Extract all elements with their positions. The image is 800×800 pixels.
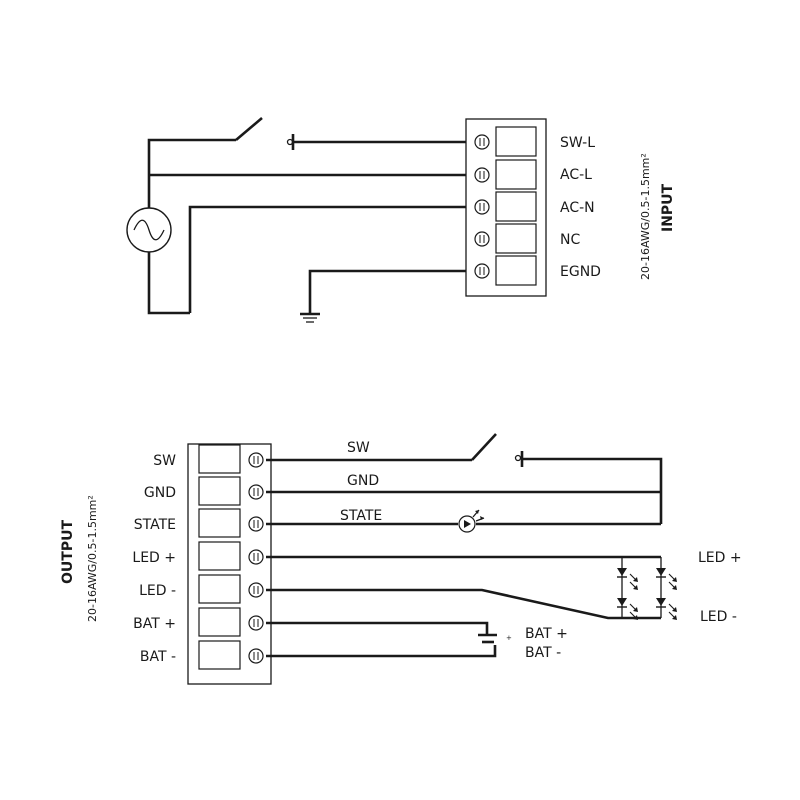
output-wire-label-state: STATE — [340, 508, 382, 524]
diode-triangle — [617, 568, 627, 576]
led-diode — [617, 598, 638, 620]
battery-label-minus: BAT - — [525, 645, 561, 661]
input-label-egnd: EGND — [560, 264, 601, 280]
output-title-group: OUTPUT — [60, 520, 76, 584]
output-terminal-1 — [198, 444, 264, 474]
screw-icon — [248, 648, 264, 664]
output-terminal-3 — [198, 508, 264, 538]
input-terminal-5 — [474, 255, 537, 286]
output-terminal-6 — [198, 607, 264, 637]
input-terminal-block — [465, 118, 547, 297]
clamp-window — [495, 223, 537, 254]
output-label-gnd: GND — [144, 485, 176, 501]
screw-icon — [474, 167, 490, 183]
emission-arrowhead — [633, 607, 638, 612]
output-label-led-minus: LED - — [139, 583, 176, 599]
input-wiring — [147, 117, 474, 315]
output-terminal-labels: SW GND STATE LED + LED - BAT + BAT - — [132, 453, 176, 665]
emission-arrowhead — [672, 607, 677, 612]
output-wire-spec-group: 20-16AWG/0.5-1.5mm² — [86, 495, 99, 622]
led-diode — [617, 568, 638, 590]
screw-icon — [248, 484, 264, 500]
clamp-window — [198, 444, 241, 474]
screw-icon — [248, 582, 264, 598]
output-label-bat-plus: BAT + — [133, 616, 176, 632]
ground-icon — [300, 312, 320, 323]
input-wire-spec: 20-16AWG/0.5-1.5mm² — [639, 153, 652, 280]
input-label-nc: NC — [560, 232, 580, 248]
diode-triangle — [656, 598, 666, 606]
emission-arrowhead — [633, 577, 638, 582]
svg-text:+: + — [506, 634, 512, 642]
clamp-window — [198, 607, 241, 637]
emission-arrowhead — [672, 615, 677, 620]
emission-arrowhead — [672, 577, 677, 582]
clamp-window — [495, 126, 537, 157]
led-diode — [656, 598, 677, 620]
input-label-ac-l: AC-L — [560, 167, 592, 183]
output-terminal-7 — [198, 640, 264, 670]
output-label-led-plus: LED + — [132, 550, 176, 566]
led-diode — [656, 568, 677, 590]
screw-icon — [474, 231, 490, 247]
diode-triangle — [656, 568, 666, 576]
output-label-sw: SW — [153, 453, 176, 469]
output-section: OUTPUT 20-16AWG/0.5-1.5mm² SW GND STATE … — [60, 433, 742, 685]
clamp-window — [198, 508, 241, 538]
emission-arrowhead — [633, 585, 638, 590]
clamp-window — [495, 159, 537, 190]
output-label-bat-minus: BAT - — [140, 649, 176, 665]
indicator-led-icon — [458, 509, 485, 533]
output-wire-spec: 20-16AWG/0.5-1.5mm² — [86, 495, 99, 622]
clamp-window — [495, 191, 537, 222]
ac-source-icon — [126, 207, 172, 253]
emission-arrowhead — [633, 615, 638, 620]
output-wire-label-sw: SW — [347, 440, 370, 456]
output-label-state: STATE — [134, 517, 176, 533]
clamp-window — [198, 541, 241, 571]
clamp-window — [198, 574, 241, 604]
input-terminal-labels: SW-L AC-L AC-N NC EGND — [560, 135, 601, 280]
diode-triangle — [617, 598, 627, 606]
output-wire-label-gnd: GND — [347, 473, 379, 489]
led-label-minus: LED - — [700, 609, 737, 625]
output-title: OUTPUT — [60, 520, 76, 584]
input-label-ac-n: AC-N — [560, 200, 595, 216]
screw-icon — [248, 549, 264, 565]
screw-icon — [474, 134, 490, 150]
input-section: SW-L AC-L AC-N NC EGND 20-16AWG/0.5-1.5m… — [126, 117, 676, 323]
screw-icon — [474, 199, 490, 215]
clamp-window — [198, 476, 241, 506]
clamp-window — [495, 255, 537, 286]
led-array-icon — [617, 557, 677, 620]
screw-icon — [248, 516, 264, 532]
input-terminal-1 — [474, 126, 537, 157]
input-terminal-4 — [474, 223, 537, 254]
input-label-sw-l: SW-L — [560, 135, 595, 151]
input-title: INPUT — [660, 183, 676, 232]
input-title-group: INPUT — [660, 183, 676, 232]
output-terminal-4 — [198, 541, 264, 571]
output-wiring — [266, 433, 663, 658]
screw-icon — [248, 452, 264, 468]
screw-icon — [474, 263, 490, 279]
output-terminal-block — [187, 443, 272, 685]
emission-arrowhead — [672, 585, 677, 590]
led-label-plus: LED + — [698, 550, 742, 566]
output-terminal-5 — [198, 574, 264, 604]
screw-icon — [248, 615, 264, 631]
battery-icon: + — [478, 633, 512, 644]
input-terminal-3 — [474, 191, 537, 222]
clamp-window — [198, 640, 241, 670]
input-terminal-2 — [474, 159, 537, 190]
battery-label-plus: BAT + — [525, 626, 568, 642]
output-terminal-2 — [198, 476, 264, 506]
input-wire-spec-group: 20-16AWG/0.5-1.5mm² — [639, 153, 652, 280]
